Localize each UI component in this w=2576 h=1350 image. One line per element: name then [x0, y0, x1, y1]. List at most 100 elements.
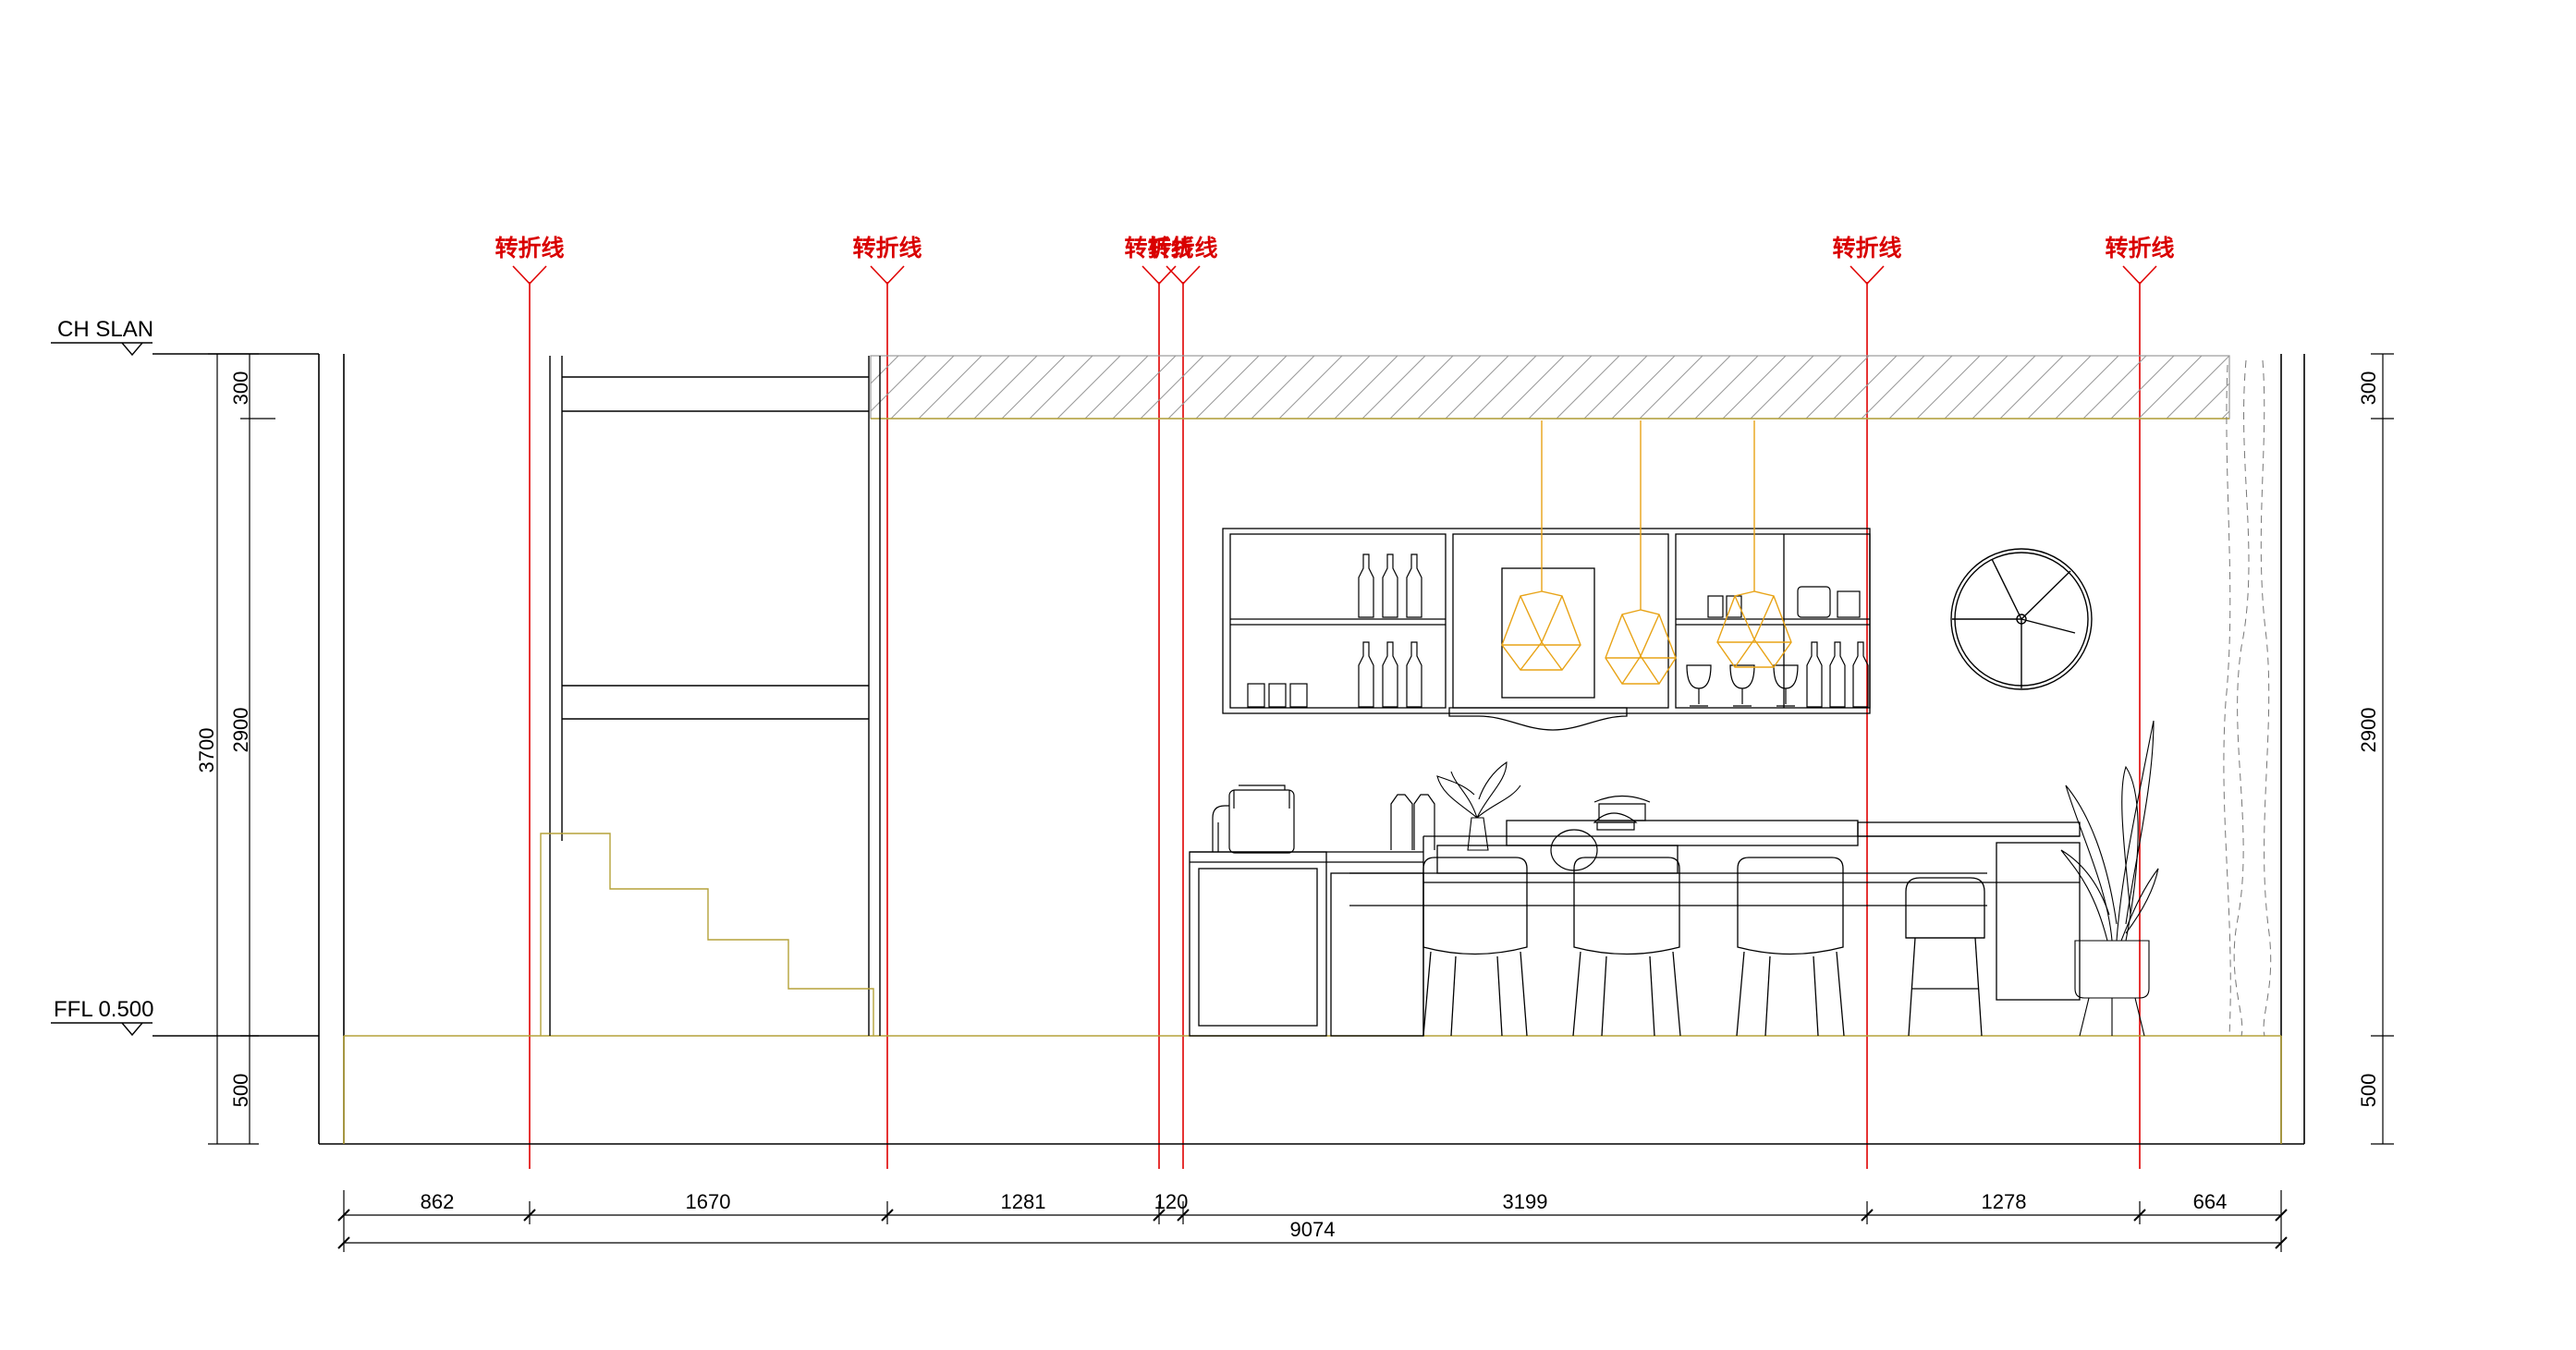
- hatch-line: [1195, 355, 1260, 420]
- hatch-line: [1556, 355, 1620, 420]
- hatch-line: [1029, 355, 1093, 420]
- hatch-line: [1999, 355, 2064, 420]
- hatch-line: [1861, 355, 1925, 420]
- wall-outline: [318, 354, 2305, 1145]
- ceiling-hatch: [870, 355, 2230, 420]
- right-dim-300: 300: [2357, 371, 2380, 406]
- hatch-line: [1750, 355, 1814, 420]
- bottom-dim-862: 862: [421, 1190, 455, 1213]
- hatch-line: [1805, 355, 1870, 420]
- hatch-line: [1167, 355, 1232, 420]
- floor-level-marker: [51, 1022, 319, 1037]
- hatch-line: [1833, 355, 1898, 420]
- fold-line-label-1: 转折线: [494, 235, 564, 261]
- fold-lines: [512, 265, 2157, 1169]
- hatch-line: [1334, 355, 1398, 420]
- hatch-line: [1972, 355, 2036, 420]
- fold-line-label-5: 转折线: [1832, 235, 1901, 261]
- hatch-line: [1084, 355, 1149, 420]
- hatch-line: [1916, 355, 1981, 420]
- hatch-line: [870, 355, 899, 384]
- fold-line-label-4: 转折线: [1148, 235, 1217, 261]
- bottom-dim-1278: 1278: [1982, 1190, 2027, 1213]
- hatch-line: [1666, 355, 1731, 420]
- ceiling-level-label: CH SLAN: [57, 317, 153, 342]
- hatch-line: [1056, 355, 1121, 420]
- hatch-line: [1722, 355, 1787, 420]
- bottom-dim-1670: 1670: [686, 1190, 731, 1213]
- fold-line-label-6: 转折线: [2105, 235, 2174, 261]
- floor-finish-line: [343, 1035, 2282, 1144]
- fold-line-1: [512, 265, 547, 1169]
- hatch-line: [946, 355, 1010, 420]
- floor-level-label: FFL 0.500: [54, 997, 154, 1022]
- hatch-line: [1583, 355, 1648, 420]
- hatch-line: [1140, 355, 1204, 420]
- hatch-line: [1417, 355, 1482, 420]
- hatch-line: [2027, 355, 2092, 420]
- hatch-line: [1639, 355, 1703, 420]
- hatch-line: [1112, 355, 1177, 420]
- hatch-line: [1694, 355, 1759, 420]
- curtain: [2223, 359, 2272, 1037]
- hatch-line: [2221, 410, 2230, 420]
- hatch-line: [2138, 355, 2203, 420]
- hatch-line: [1888, 355, 1953, 420]
- left-dim-300: 300: [229, 371, 252, 406]
- hatch-line: [1944, 355, 2008, 420]
- hatch-line: [1306, 355, 1371, 420]
- flower-vase: [1436, 760, 1521, 851]
- hatch-line: [870, 355, 927, 412]
- hatch-line: [1389, 355, 1454, 420]
- hatch-line: [1445, 355, 1509, 420]
- fold-line-5: [1850, 265, 1885, 1169]
- hatch-line: [1278, 355, 1343, 420]
- hatch-line: [973, 355, 1038, 420]
- fold-line-label-2: 转折线: [852, 235, 922, 261]
- fold-line-6: [2122, 265, 2157, 1169]
- hatch-line: [1528, 355, 1593, 420]
- potted-plant: [2060, 720, 2159, 1037]
- hatch-line: [2166, 355, 2230, 420]
- hatch-line: [1472, 355, 1537, 420]
- kitchen-counter: [1189, 820, 2081, 1037]
- bottom-dim-1281: 1281: [1001, 1190, 1046, 1213]
- hatch-line: [1500, 355, 1565, 420]
- fold-line-labels: 转折线 转折线 转折线 转折线 转折线 转折线: [494, 235, 2174, 261]
- right-dim-2900: 2900: [2357, 708, 2380, 753]
- stair-steps: [540, 833, 874, 1036]
- fold-line-2: [870, 265, 905, 1169]
- bottom-dim-120: 120: [1154, 1190, 1189, 1213]
- coffee-machine: [1212, 784, 1295, 854]
- left-dim-500: 500: [229, 1074, 252, 1108]
- bottom-dim-3199: 3199: [1503, 1190, 1548, 1213]
- hatch-line: [1361, 355, 1426, 420]
- hatch-line: [2193, 383, 2230, 420]
- fold-line-3: [1141, 265, 1177, 1169]
- wine-glasses: [1686, 664, 1799, 707]
- left-dimension-lines: [208, 353, 275, 1145]
- dining-chairs: [1422, 857, 1985, 1037]
- hatch-line: [1611, 355, 1676, 420]
- left-dim-2900: 2900: [229, 708, 252, 753]
- wall-clock: [1950, 548, 2093, 690]
- stair-section: [549, 356, 881, 1036]
- bottles: [1247, 553, 1869, 708]
- hatch-line: [2055, 355, 2119, 420]
- pendant-lights: [1501, 420, 1792, 685]
- hatch-line: [1001, 355, 1066, 420]
- bottom-dimension-lines: [343, 1190, 2282, 1252]
- ceiling-level-marker: [51, 342, 319, 357]
- hatch-line: [918, 355, 983, 420]
- fold-line-4: [1166, 265, 1201, 1169]
- fold-line-label-3: 转折线: [1124, 235, 1193, 261]
- hatch-line: [890, 355, 955, 420]
- hatch-line: [2110, 355, 2175, 420]
- left-dim-3700: 3700: [195, 728, 218, 773]
- hatch-line: [1777, 355, 1842, 420]
- wall-shelving: [1222, 528, 1871, 731]
- bottom-dim-664: 664: [2193, 1190, 2228, 1213]
- bottom-dimension-ticks: [337, 1209, 2288, 1249]
- hatch-line: [2082, 355, 2147, 420]
- bottom-dim-total-9074: 9074: [1290, 1218, 1336, 1241]
